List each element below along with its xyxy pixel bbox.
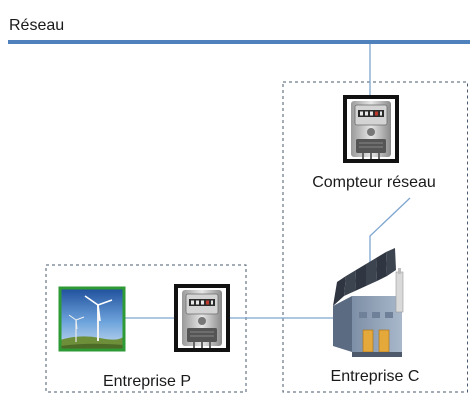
factory-icon bbox=[333, 248, 404, 357]
network-bus-line bbox=[8, 40, 470, 44]
company-c-label: Entreprise C bbox=[331, 368, 420, 385]
grid-meter-to-factory-connector bbox=[369, 197, 411, 272]
connectors bbox=[125, 44, 411, 319]
company-p-meter-icon bbox=[174, 284, 230, 352]
company-c-boundary bbox=[282, 81, 468, 393]
network-label: Réseau bbox=[9, 17, 64, 34]
grid-meter-icon bbox=[343, 95, 399, 163]
company-p-label: Entreprise P bbox=[103, 373, 191, 390]
wind-turbine-icon bbox=[58, 286, 126, 352]
grid-meter-label: Compteur réseau bbox=[312, 174, 436, 191]
company-p-boundary bbox=[45, 264, 247, 393]
